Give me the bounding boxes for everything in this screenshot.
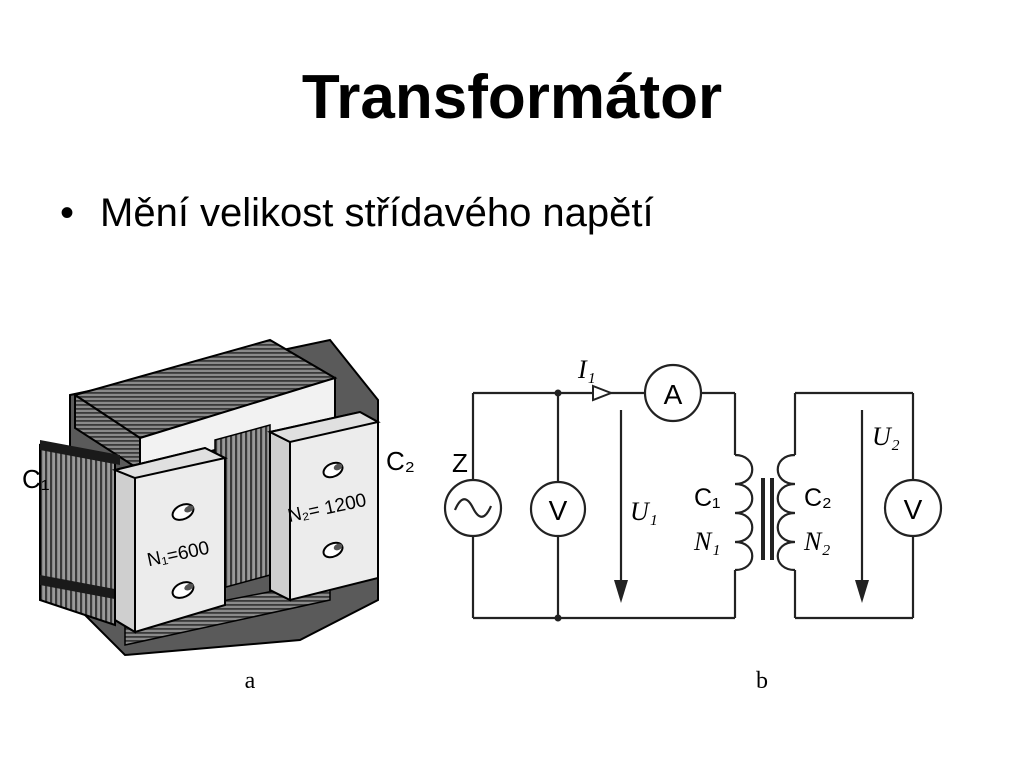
ammeter-icon: A <box>643 363 703 423</box>
secondary-coil-icon <box>776 453 796 572</box>
coil1-label: C₁ <box>22 464 50 494</box>
voltmeter-icon: V <box>529 480 587 538</box>
terminal-icon <box>171 503 195 521</box>
u2-label: U₂ <box>872 422 900 451</box>
transformer-drawing: N₁=600 N₂= 1200 C₁ C₂ a <box>22 338 415 694</box>
core-bars <box>761 478 774 560</box>
bullet-marker: • <box>60 191 75 235</box>
voltmeter2-symbol: V <box>904 494 923 525</box>
primary-coil-body: N₁=600 <box>111 446 228 634</box>
caption-b: b <box>756 668 768 694</box>
u1-label: U₁ <box>630 497 658 526</box>
ac-source-icon <box>443 478 503 538</box>
primary-circuit-wires <box>471 389 737 622</box>
u2-arrow <box>855 410 869 603</box>
primary-coil-icon <box>734 453 754 572</box>
bullet-item: • Mění velikost střídavého napětí <box>60 188 654 238</box>
voltmeter-icon: V <box>883 478 943 538</box>
terminal-icon <box>171 581 195 599</box>
secondary-coil-label: C₂ <box>804 484 832 512</box>
current-direction-arrow <box>592 384 614 402</box>
secondary-coil-body: N₂= 1200 <box>267 410 381 602</box>
primary-coil-label: C₁ <box>694 484 721 512</box>
bullet-text: Mění velikost střídavého napětí <box>100 191 654 235</box>
primary-turns-label: N₁ <box>693 527 720 556</box>
circuit-diagram: A V <box>443 363 943 622</box>
secondary-turns-label: N₂ <box>803 527 830 556</box>
slide-title: Transformátor <box>301 63 723 132</box>
voltmeter1-symbol: V <box>549 495 568 526</box>
secondary-circuit-wires <box>793 391 915 620</box>
ammeter-symbol: A <box>664 379 683 410</box>
u1-arrow <box>614 410 628 603</box>
circuit-labels: I₁ Z U₁ C₁ N₁ C₂ N₂ U₂ b <box>452 355 900 694</box>
caption-a: a <box>245 668 256 694</box>
current-label: I₁ <box>577 355 596 384</box>
terminal-icon <box>322 461 344 479</box>
source-label: Z <box>452 448 468 478</box>
coil2-label: C₂ <box>386 446 415 476</box>
terminal-icon <box>322 541 344 559</box>
